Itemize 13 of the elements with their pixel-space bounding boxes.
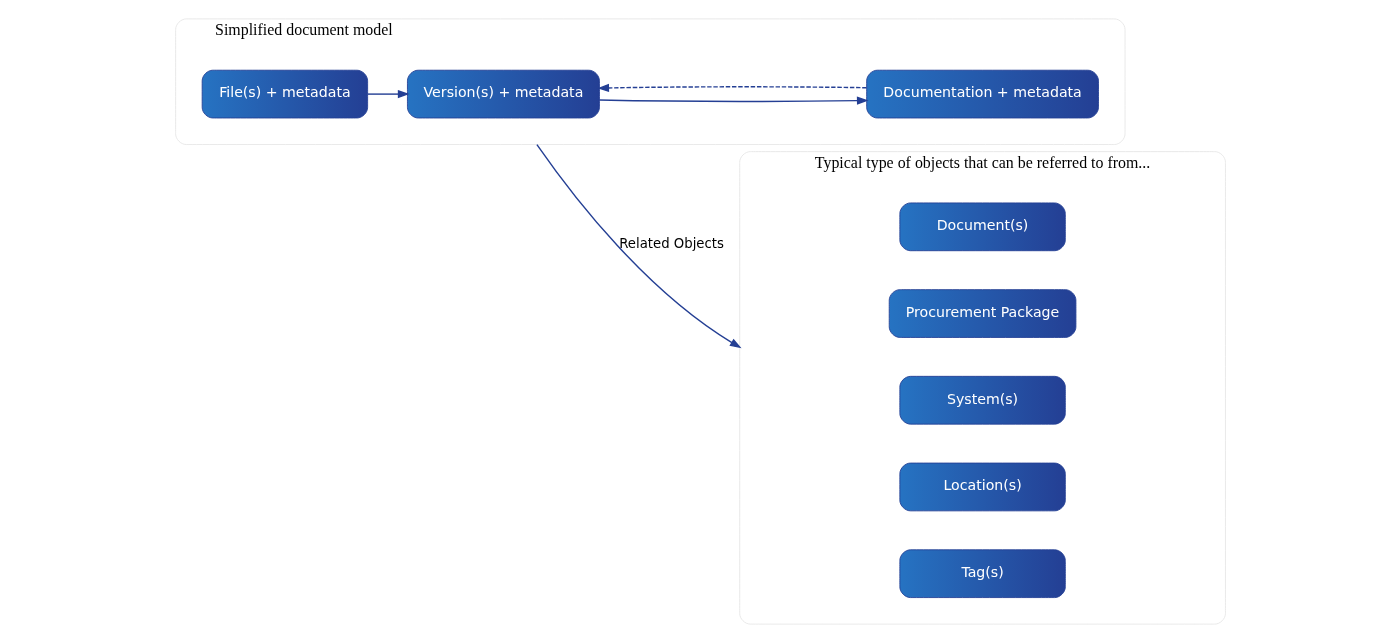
node-box: File(s) + metadata [201,69,368,119]
node-box: Documentation + metadata [865,69,1099,119]
node-box: System(s) [898,375,1066,425]
arrow [596,83,867,93]
node-box: Procurement Package [888,289,1076,338]
node-box: Version(s) + metadata [406,69,600,119]
arrow [598,96,869,105]
edge-label: Related Objects [618,236,724,252]
node-box: Tag(s) [898,549,1066,598]
node-box: Location(s) [898,462,1066,512]
arrow [366,90,410,99]
arrow [535,143,742,349]
node-box: Document(s) [898,202,1066,252]
